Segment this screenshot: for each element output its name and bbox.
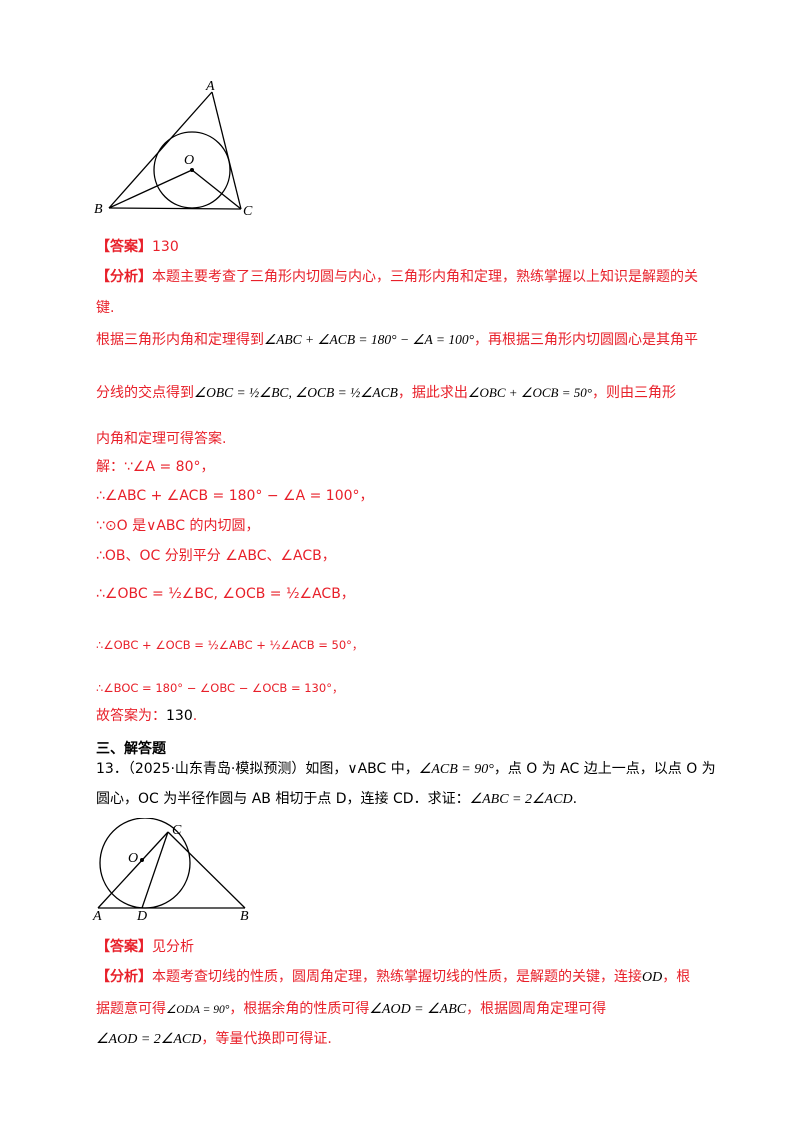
answer-value: 130: [152, 239, 179, 255]
solution-line-6: ∴∠OBC + ∠OCB = ½∠ABC + ½∠ACB = 50°，: [96, 638, 364, 652]
analysis-line-5: 内角和定理可得答案.: [96, 431, 227, 447]
figure-triangle-incircle: A B C O: [94, 79, 253, 219]
math-expr: ∠OBC + ∠OCB = 50°: [467, 385, 592, 400]
math-expr: ∠OBC = ½∠BC, ∠OCB = ½∠ACB: [194, 385, 398, 400]
analysis-text: 本题主要考查了三角形内切圆与内心，三角形内角和定理，熟练掌握以上知识是解题的关: [152, 269, 698, 285]
final-answer: 130: [166, 708, 193, 724]
label-b: B: [94, 202, 103, 217]
q13-analysis-line-3: ∠AOD = 2∠ACD，等量代换即可得证.: [96, 1031, 332, 1047]
analysis-line-3: 根据三角形内角和定理得到∠ABC + ∠ACB = 180° − ∠A = 10…: [96, 332, 699, 348]
solution-line-4: ∴OB、OC 分别平分 ∠ABC、∠ACB，: [96, 548, 336, 564]
analysis-line-1: 【分析】本题主要考查了三角形内切圆与内心，三角形内角和定理，熟练掌握以上知识是解…: [96, 268, 698, 286]
label-c: C: [243, 204, 253, 219]
solution-line-1: 解：∵∠A = 80°，: [96, 459, 215, 475]
q13-analysis-line-2: 据题意可得∠ODA = 90°，根据余角的性质可得∠AOD = ∠ABC，根据圆…: [96, 1001, 607, 1017]
label-a: A: [92, 909, 102, 923]
solution-line-3: ∵⊙O 是∨ABC 的内切圆，: [96, 518, 260, 534]
section-title: 三、解答题: [96, 741, 166, 757]
figure-circle-tangent: A D B C O: [92, 818, 249, 923]
answer-value: 见分析: [152, 939, 194, 955]
answer-tag: 【答案】: [96, 939, 152, 955]
analysis-tag: 【分析】: [96, 269, 152, 285]
label-o: O: [128, 851, 138, 866]
solution-line-2: ∴∠ABC + ∠ACB = 180° − ∠A = 100°，: [96, 488, 374, 504]
label-d: D: [136, 909, 147, 923]
solution-line-7: ∴∠BOC = 180° − ∠OBC − ∠OCB = 130°，: [96, 681, 344, 695]
label-c: C: [172, 823, 182, 838]
math-expr: ∠ABC + ∠ACB = 180° − ∠A = 100°: [264, 332, 475, 347]
label-o: O: [184, 153, 194, 168]
label-a: A: [205, 79, 215, 94]
solution-line-5: ∴∠OBC = ½∠BC, ∠OCB = ½∠ACB，: [96, 586, 355, 602]
analysis-line-4: 分线的交点得到∠OBC = ½∠BC, ∠OCB = ½∠ACB，据此求出∠OB…: [96, 385, 676, 401]
solution-line-8: 故答案为：130.: [96, 708, 198, 724]
q13-line-1: 13．（2025·山东青岛·模拟预测）如图，∨ABC 中，∠ACB = 90°，…: [96, 761, 716, 777]
label-b: B: [240, 909, 249, 923]
answer-line: 【答案】130: [96, 238, 179, 256]
answer-tag: 【答案】: [96, 239, 152, 255]
q13-analysis-line-1: 【分析】本题考查切线的性质，圆周角定理，熟练掌握切线的性质，是解题的关键，连接O…: [96, 969, 691, 985]
q13-line-2: 圆心，OC 为半径作圆与 AB 相切于点 D，连接 CD．求证：∠ABC = 2…: [96, 791, 578, 807]
analysis-line-2: 键.: [96, 300, 115, 316]
q13-answer-line: 【答案】见分析: [96, 938, 194, 956]
analysis-tag: 【分析】: [96, 969, 152, 985]
